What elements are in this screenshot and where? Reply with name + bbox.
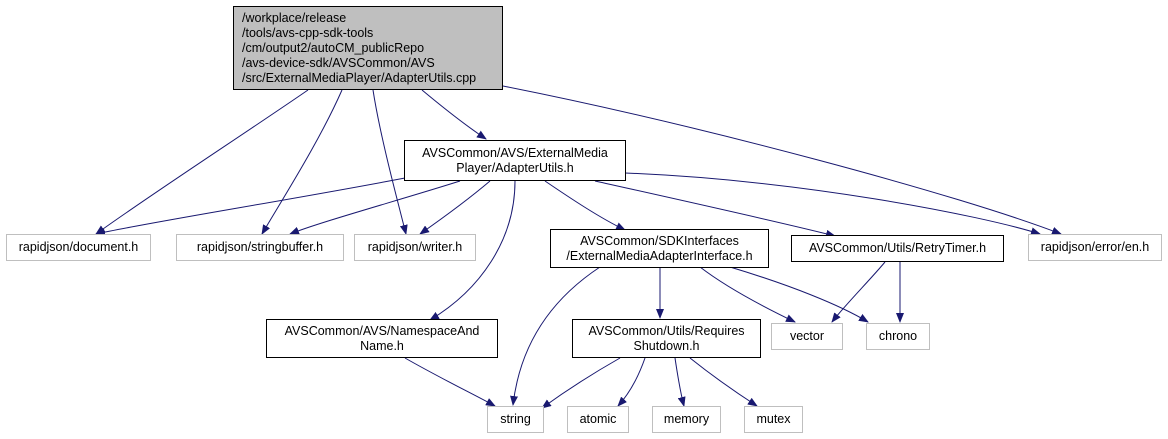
edge-adapter-utils-to-rapidjson-document [95, 177, 406, 236]
node-chrono-label: chrono [878, 329, 918, 343]
node-root-line-5: /src/ExternalMediaPlayer/AdapterUtils.cp… [242, 70, 477, 85]
node-root-line-4: /avs-device-sdk/AVSCommon/AVS [242, 55, 435, 70]
edge-adapter-utils-to-rapidjson-stringbuffer [289, 180, 461, 235]
node-adapter-utils-h-line-2: Player/AdapterUtils.h [456, 160, 574, 175]
node-external-media-adapter-interface[interactable]: AVSCommon/SDKInterfaces /ExternalMediaAd… [550, 229, 769, 268]
node-rapidjson-writer[interactable]: rapidjson/writer.h [354, 234, 476, 261]
edge-sdk-interfaces-to-chrono [729, 266, 869, 323]
node-vector-label: vector [789, 329, 825, 343]
node-rapidjson-error-en-label: rapidjson/error/en.h [1040, 240, 1150, 254]
node-retry-timer[interactable]: AVSCommon/Utils/RetryTimer.h [791, 235, 1004, 262]
edge-requires-shutdown-to-mutex [689, 357, 758, 407]
node-rapidjson-stringbuffer[interactable]: rapidjson/stringbuffer.h [176, 234, 344, 261]
edge-adapter-utils-to-rapidjson-writer [419, 180, 491, 235]
node-sdk-interfaces-line-1: AVSCommon/SDKInterfaces [580, 233, 739, 248]
edge-sdk-interfaces-to-vector [699, 266, 796, 323]
node-requires-shutdown[interactable]: AVSCommon/Utils/Requires Shutdown.h [572, 319, 761, 358]
edge-retry-timer-to-vector [831, 261, 886, 323]
node-chrono[interactable]: chrono [866, 323, 930, 350]
edge-root-to-rapidjson-writer [372, 89, 408, 235]
node-rapidjson-error-en[interactable]: rapidjson/error/en.h [1028, 234, 1162, 261]
node-rapidjson-document-label: rapidjson/document.h [18, 240, 139, 254]
node-rapidjson-writer-label: rapidjson/writer.h [367, 240, 463, 254]
node-vector[interactable]: vector [771, 323, 843, 350]
node-namespace-and-name-line-1: AVSCommon/AVS/NamespaceAnd [284, 323, 480, 338]
edge-adapter-utils-to-rapidjson-error-en [624, 172, 1041, 236]
node-root-adapter-utils-cpp[interactable]: /workplace/release /tools/avs-cpp-sdk-to… [233, 6, 503, 90]
edge-namespace-and-name-to-string [404, 357, 496, 407]
node-namespace-and-name-line-2: Name.h [360, 338, 404, 353]
node-memory-label: memory [663, 412, 710, 426]
node-mutex[interactable]: mutex [744, 406, 803, 433]
node-root-line-3: /cm/output2/autoCM_publicRepo [242, 40, 425, 55]
edge-adapter-utils-to-sdk-interfaces [544, 180, 626, 231]
edge-root-to-adapter-utils-h [421, 89, 487, 140]
node-string[interactable]: string [487, 406, 544, 433]
edge-adapter-utils-to-namespace-and-name [429, 180, 516, 321]
node-rapidjson-stringbuffer-label: rapidjson/stringbuffer.h [196, 240, 324, 254]
edge-requires-shutdown-to-memory [674, 357, 686, 407]
node-retry-timer-label: AVSCommon/Utils/RetryTimer.h [808, 241, 987, 255]
edge-root-to-rapidjson-error-en [502, 85, 1062, 235]
edge-requires-shutdown-to-atomic [617, 357, 646, 407]
node-memory[interactable]: memory [652, 406, 721, 433]
edge-root-to-rapidjson-document [95, 89, 309, 235]
node-requires-shutdown-line-1: AVSCommon/Utils/Requires [588, 323, 745, 338]
node-adapter-utils-h[interactable]: AVSCommon/AVS/ExternalMedia Player/Adapt… [404, 140, 626, 181]
edge-sdk-interfaces-to-string [510, 266, 601, 406]
node-namespace-and-name[interactable]: AVSCommon/AVS/NamespaceAnd Name.h [266, 319, 498, 358]
edge-requires-shutdown-to-string [541, 357, 621, 409]
node-atomic[interactable]: atomic [567, 406, 629, 433]
node-rapidjson-document[interactable]: rapidjson/document.h [6, 234, 151, 261]
node-root-line-1: /workplace/release [242, 10, 347, 25]
node-sdk-interfaces-line-2: /ExternalMediaAdapterInterface.h [566, 248, 753, 263]
node-atomic-label: atomic [579, 412, 617, 426]
node-mutex-label: mutex [756, 412, 791, 426]
node-root-line-2: /tools/avs-cpp-sdk-tools [242, 25, 374, 40]
edge-adapter-utils-to-retry-timer [594, 180, 836, 238]
node-adapter-utils-h-line-1: AVSCommon/AVS/ExternalMedia [422, 145, 608, 160]
node-requires-shutdown-line-2: Shutdown.h [633, 338, 700, 353]
node-string-label: string [500, 412, 531, 426]
edge-root-to-rapidjson-stringbuffer [261, 89, 343, 235]
